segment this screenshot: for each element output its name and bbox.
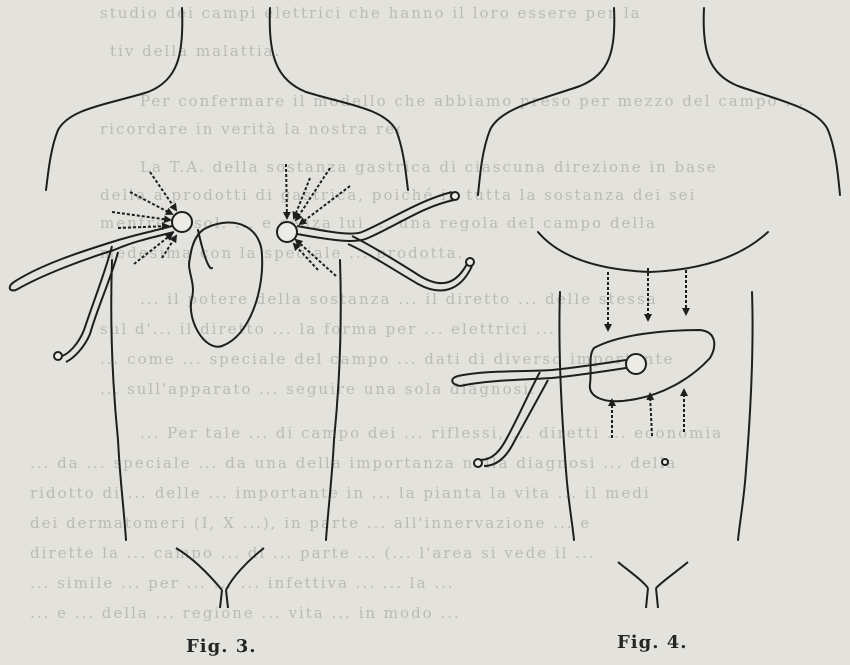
fig3-caption: Fig. 3. (186, 636, 257, 657)
fig4-organ-outline (590, 330, 714, 401)
fig3-left-arrows (112, 172, 176, 264)
fig4-torso-outline (478, 8, 840, 540)
fig3-left-target (10, 212, 192, 362)
fig3-torso-outline (46, 8, 408, 540)
fig4-pelvis-mark (618, 562, 688, 608)
fig4-arrows (608, 268, 686, 438)
fig4-caption: Fig. 4. (617, 632, 688, 653)
fig3-right-target (277, 192, 474, 290)
fig3-pelvis-mark (176, 548, 264, 608)
